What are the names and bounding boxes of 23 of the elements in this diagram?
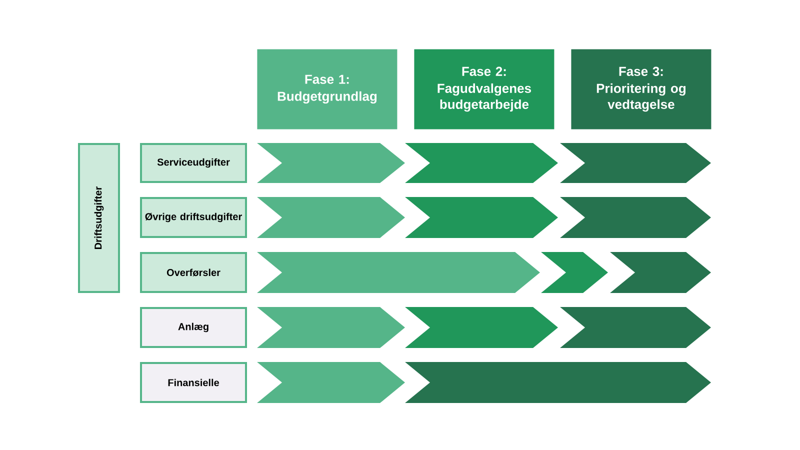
row-label-box: Serviceudgifter [140, 143, 247, 183]
chevron-band [560, 197, 711, 238]
chevron-band [257, 197, 405, 238]
chevron-band [405, 362, 711, 403]
chevron-band [405, 307, 558, 348]
row-label-box: Overførsler [140, 252, 247, 293]
category-box: Driftsudgifter [78, 143, 120, 293]
row-label-box: Øvrige driftsudgifter [140, 197, 247, 238]
row-label-box: Finansielle [140, 362, 247, 403]
chevron-band [560, 143, 711, 183]
phase-box: Fase 2: Fagudvalgenes budgetarbejde [414, 49, 554, 130]
chevron-band [405, 143, 558, 183]
chevron-band [257, 307, 405, 348]
chevron-band [405, 197, 558, 238]
chevron-band [560, 307, 711, 348]
row-label-box: Anlæg [140, 307, 247, 348]
chevron-band [541, 252, 608, 293]
chevron-band [257, 252, 540, 293]
chevron-band [257, 143, 405, 183]
chevron-band [257, 362, 405, 403]
phase-box: Fase 1: Budgetgrundlag [257, 49, 398, 130]
chevron-band [610, 252, 711, 293]
phase-box: Fase 3: Prioritering og vedtagelse [571, 49, 712, 130]
